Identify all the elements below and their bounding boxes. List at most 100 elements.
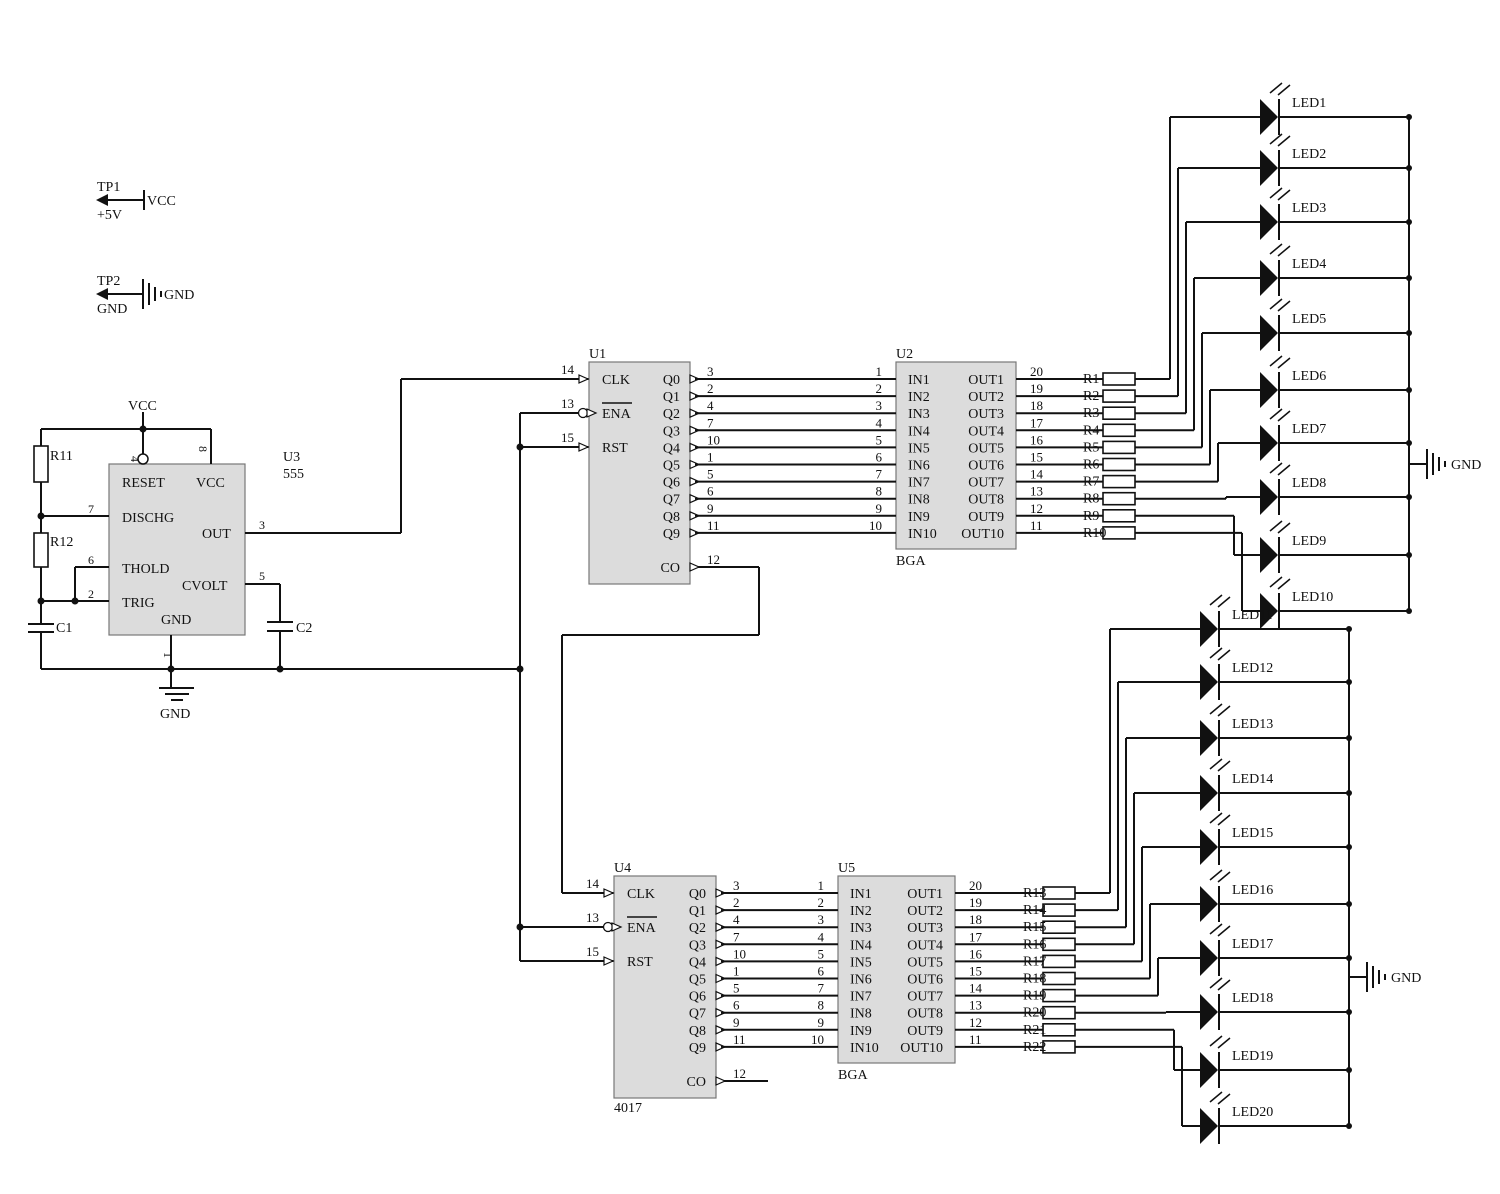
driver-out-num: 11 <box>1030 518 1043 533</box>
led-label: LED14 <box>1232 772 1273 787</box>
driver-out-num: 18 <box>1030 398 1043 413</box>
led-arrow <box>1209 758 1223 770</box>
counter-output-num: 11 <box>707 518 720 533</box>
driver-out-num: 16 <box>969 946 983 961</box>
counter-input-rst: RST <box>627 955 653 970</box>
pin-triangle <box>578 374 590 384</box>
counter-co-num: 12 <box>707 552 720 567</box>
counter-output-q8: Q8 <box>663 510 680 525</box>
driver-out-num: 15 <box>1030 450 1043 465</box>
led-label: LED13 <box>1232 717 1273 732</box>
led-arrow <box>1277 84 1291 96</box>
driver-out-num: 13 <box>969 998 982 1013</box>
test-point-tp1: TP1 +5V VCC <box>96 180 176 223</box>
led-led15 <box>1200 829 1218 865</box>
resistor-r17 <box>1042 954 1076 969</box>
driver-in-num: 3 <box>818 912 825 927</box>
timer-num-7: 7 <box>88 502 94 516</box>
counter-output-num: 5 <box>707 467 714 482</box>
driver-in-in6: IN6 <box>850 973 872 988</box>
driver-in-in5: IN5 <box>908 441 930 456</box>
led-led10 <box>1260 593 1278 629</box>
counter-output-num: 1 <box>733 964 740 979</box>
resistor-label: R18 <box>1023 972 1046 987</box>
counter-input-num: 14 <box>586 876 600 891</box>
r11-label: R11 <box>50 449 73 464</box>
generated-parts: U1CLK14ENA13RST15Q03Q12Q24Q37Q410Q51Q65Q… <box>561 82 1481 1144</box>
pin-triangle <box>715 1007 727 1018</box>
counter-output-num: 3 <box>733 878 740 893</box>
timer-pin-thold: THOLD <box>122 562 169 577</box>
pin-triangle <box>715 956 727 967</box>
driver-out-out6: OUT6 <box>968 459 1004 474</box>
pin-triangle <box>603 956 615 966</box>
resistor-r21 <box>1042 1022 1076 1037</box>
counter-output-num: 10 <box>733 946 746 961</box>
timer-num-3: 3 <box>259 518 265 532</box>
counter-output-num: 10 <box>707 432 720 447</box>
led-arrow <box>1209 812 1223 824</box>
driver-in-in10: IN10 <box>850 1041 879 1056</box>
driver-out-num: 15 <box>969 964 982 979</box>
timer-ref: U3 <box>283 450 300 465</box>
timer-num-5: 5 <box>259 569 265 583</box>
test-point-tp2: TP2 GND GND <box>96 274 194 317</box>
resistor-r6 <box>1102 457 1136 472</box>
led-arrow <box>1217 705 1231 717</box>
led-led6 <box>1260 372 1278 408</box>
c2-label: C2 <box>296 621 312 636</box>
timer-pin-gnd: GND <box>161 613 191 628</box>
resistor-label: R7 <box>1083 475 1099 490</box>
counter-output-num: 1 <box>707 450 714 465</box>
resistor-r7 <box>1102 474 1136 489</box>
led-arrow <box>1277 578 1291 590</box>
counter-output-num: 7 <box>733 929 740 944</box>
driver-in-in4: IN4 <box>850 938 872 953</box>
led-led4 <box>1260 260 1278 296</box>
counter-body <box>588 361 691 585</box>
driver-in-num: 7 <box>876 467 883 482</box>
driver-part: BGA <box>838 1068 868 1083</box>
driver-in-in5: IN5 <box>850 955 872 970</box>
led-label: LED8 <box>1292 476 1326 491</box>
driver-in-num: 1 <box>818 878 825 893</box>
driver-ref: U5 <box>838 861 855 876</box>
driver-in-in3: IN3 <box>908 407 930 422</box>
led-led9 <box>1260 537 1278 573</box>
led-arrow <box>1269 133 1283 145</box>
resistor-r14 <box>1042 903 1076 917</box>
led-arrow <box>1209 703 1223 715</box>
resistor-label: R2 <box>1083 389 1099 404</box>
driver-out-out7: OUT7 <box>907 990 943 1005</box>
r12-label: R12 <box>50 535 73 550</box>
counter-output-q6: Q6 <box>689 990 706 1005</box>
tp1-label: +5V <box>97 208 122 223</box>
resistor-r10 <box>1102 526 1136 540</box>
driver-out-num: 14 <box>969 981 983 996</box>
counter-output-num: 4 <box>733 912 740 927</box>
driver-out-num: 11 <box>969 1032 982 1047</box>
tp2-ref: TP2 <box>97 274 120 289</box>
timer-pin-reset: RESET <box>122 476 165 491</box>
counter-output-num: 2 <box>733 895 740 910</box>
resistor-r5 <box>1102 440 1136 455</box>
led-led2 <box>1260 150 1278 186</box>
led-arrow <box>1217 925 1231 937</box>
led-arrow <box>1277 357 1291 369</box>
timer-num-4: 4 <box>128 456 142 462</box>
driver-out-num: 12 <box>969 1015 982 1030</box>
driver-in-num: 6 <box>876 450 883 465</box>
counter-output-num: 5 <box>733 981 740 996</box>
counter-output-q8: Q8 <box>689 1024 706 1039</box>
timer-pin-cvolt: CVOLT <box>182 579 228 594</box>
resistor-label: R19 <box>1023 989 1046 1004</box>
counter-output-q1: Q1 <box>663 390 680 405</box>
driver-out-out3: OUT3 <box>968 407 1004 422</box>
counter-output-q5: Q5 <box>663 459 680 474</box>
led-led8 <box>1260 479 1278 515</box>
counter-output-num: 11 <box>733 1032 746 1047</box>
timer-pin-out: OUT <box>202 527 231 542</box>
counter-u1: U1CLK14ENA13RST15Q03Q12Q24Q37Q410Q51Q65Q… <box>561 347 720 585</box>
counter-output-num: 9 <box>733 1015 740 1030</box>
